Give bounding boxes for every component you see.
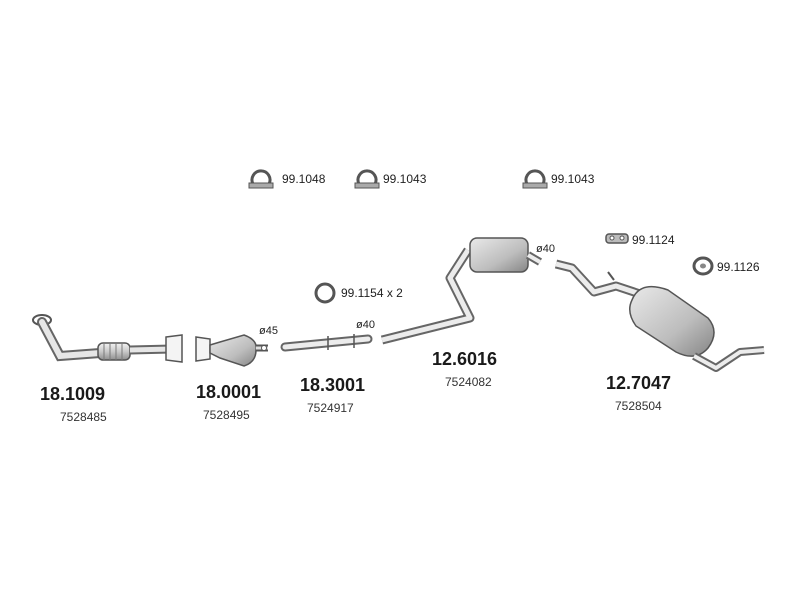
accessory-label: 99.1154 x 2 [341, 286, 403, 300]
oem-number: 7528485 [60, 410, 107, 424]
rubber-hanger-icon [692, 256, 714, 276]
clamp-icon [248, 169, 274, 189]
accessory-label: 99.1043 [383, 172, 427, 186]
clamp-icon [522, 169, 548, 189]
rubber-mount-icon [605, 233, 629, 244]
accessory-label: 99.1043 [551, 172, 595, 186]
rear-silencer-12-7047 [554, 259, 765, 372]
part-number: 18.0001 [196, 382, 262, 402]
sealing-ring-icon [314, 282, 336, 304]
part-number: 18.3001 [300, 375, 366, 395]
part-number: 18.1009 [40, 384, 106, 404]
front-pipe-18-1009 [32, 314, 183, 363]
accessory-label: 99.1126 [717, 260, 760, 274]
middle-silencer-12-6016 [380, 237, 543, 345]
oem-number: 7524082 [445, 375, 492, 389]
oem-number: 7524917 [307, 401, 354, 415]
accessory-label: 99.1124 [632, 233, 675, 247]
part-number: 12.6016 [432, 349, 498, 369]
clamp-icon [354, 169, 380, 189]
catalytic-converter-18-0001 [195, 334, 268, 367]
diameter-label: ø40 [356, 319, 375, 331]
diameter-label: ø40 [536, 243, 555, 255]
intermediate-pipe-18-3001 [280, 334, 373, 352]
part-number: 12.7047 [606, 373, 672, 393]
accessory-label: 99.1048 [282, 172, 326, 186]
diameter-label: ø45 [259, 325, 278, 337]
oem-number: 7528495 [203, 408, 250, 422]
oem-number: 7528504 [615, 399, 662, 413]
